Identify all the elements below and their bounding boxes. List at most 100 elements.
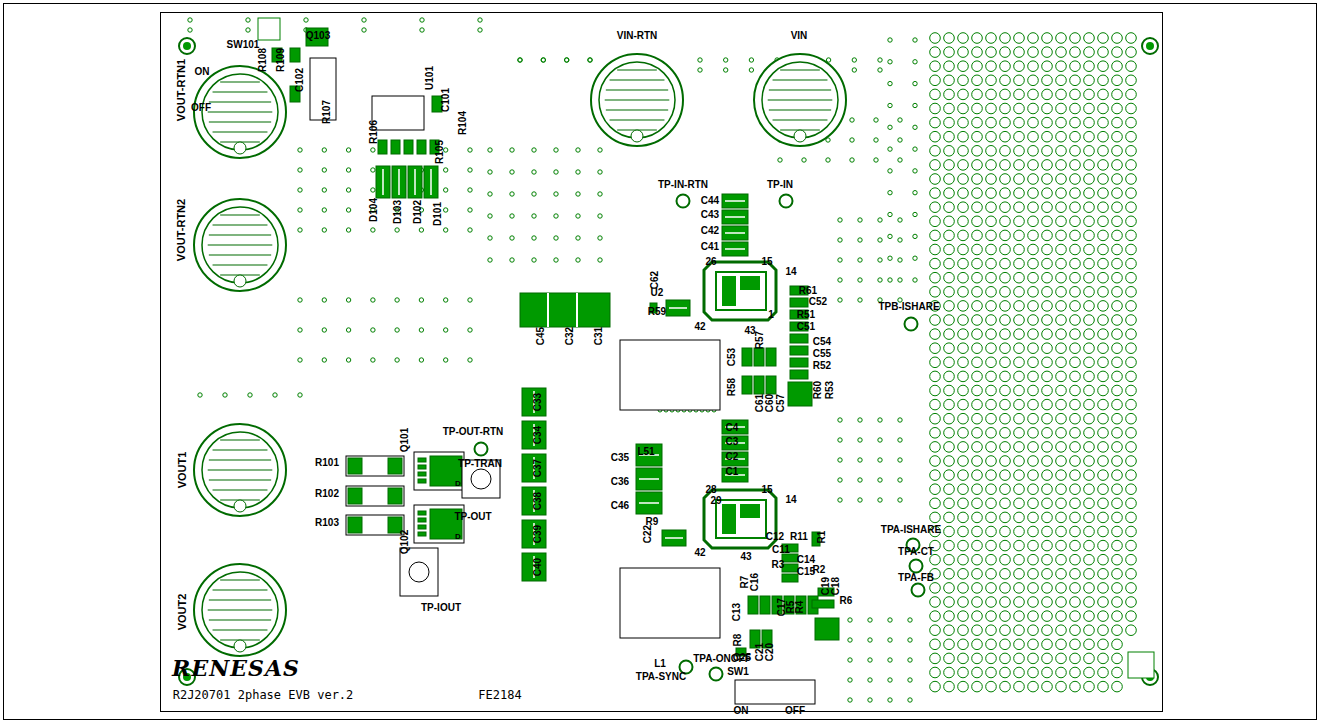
via-dot: [346, 358, 350, 362]
board-text: FE2184: [478, 689, 521, 701]
grid-hole: [1112, 597, 1123, 608]
grid-hole: [1070, 611, 1081, 622]
grid-hole: [1056, 117, 1067, 128]
grid-hole: [958, 146, 969, 157]
smd-pad: [418, 518, 426, 522]
grid-hole: [1014, 413, 1025, 424]
grid-hole: [1014, 216, 1025, 227]
via-dot: [346, 208, 350, 212]
part-label: R59: [648, 307, 666, 317]
via-dot: [898, 158, 902, 162]
grid-hole: [1000, 484, 1011, 495]
part-label: 26: [705, 257, 716, 267]
grid-hole: [1000, 540, 1011, 551]
via-dot: [346, 228, 350, 232]
via-dot: [444, 188, 448, 192]
grid-hole: [958, 456, 969, 467]
grid-hole: [1126, 470, 1137, 481]
via-dot: [888, 191, 892, 195]
part-label: TP-IOUT: [421, 603, 461, 613]
smd-pad: [754, 376, 764, 394]
smd-pad: [722, 468, 748, 482]
grid-hole: [958, 653, 969, 664]
grid-hole: [972, 103, 983, 114]
grid-hole: [1042, 498, 1053, 509]
grid-hole: [1098, 216, 1109, 227]
grid-hole: [958, 639, 969, 650]
grid-hole: [1126, 498, 1137, 509]
grid-hole: [1098, 540, 1109, 551]
grid-hole: [1014, 301, 1025, 312]
grid-hole: [930, 216, 941, 227]
part-label: C42: [701, 226, 719, 236]
grid-hole: [1084, 470, 1095, 481]
grid-hole: [1014, 343, 1025, 354]
grid-hole: [958, 385, 969, 396]
grid-hole: [1126, 160, 1137, 171]
via-dot: [858, 458, 862, 462]
grid-hole: [1028, 385, 1039, 396]
part-label: C53: [727, 348, 737, 366]
via-dot: [913, 278, 917, 282]
via-dot: [850, 138, 854, 142]
grid-hole: [1056, 484, 1067, 495]
grid-hole: [1014, 583, 1025, 594]
grid-hole: [1070, 131, 1081, 142]
grid-hole: [1126, 611, 1137, 622]
grid-hole: [1112, 131, 1123, 142]
grid-hole: [1084, 484, 1095, 495]
smd-pad: [522, 487, 546, 515]
part-label: R11: [790, 532, 808, 542]
grid-hole: [944, 47, 955, 58]
part-label: L1: [654, 659, 666, 669]
grid-hole: [1028, 540, 1039, 551]
grid-hole: [972, 315, 983, 326]
part-label: TPA-CT: [898, 547, 934, 557]
part-label: C1: [726, 467, 739, 477]
grid-hole: [1028, 667, 1039, 678]
grid-hole: [1000, 117, 1011, 128]
grid-hole: [1000, 146, 1011, 157]
grid-hole: [986, 357, 997, 368]
grid-hole: [1028, 272, 1039, 283]
grid-hole: [1070, 188, 1081, 199]
grid-hole: [1098, 625, 1109, 636]
part-label: L51: [637, 447, 654, 457]
grid-hole: [1112, 554, 1123, 565]
terminal-hatch: [208, 244, 273, 245]
board-outline: [161, 13, 1163, 712]
grid-hole: [986, 611, 997, 622]
pad-stripe: [725, 200, 745, 202]
grid-hole: [972, 611, 983, 622]
smd-pad: [348, 517, 362, 533]
grid-hole: [1000, 244, 1011, 255]
via-dot: [749, 58, 753, 62]
grid-hole: [1084, 272, 1095, 283]
inductor-outline: [620, 340, 720, 410]
grid-hole: [1084, 625, 1095, 636]
smd-pad: [790, 370, 808, 379]
grid-hole: [986, 625, 997, 636]
grid-hole: [1056, 639, 1067, 650]
ic-outline: [372, 96, 424, 130]
grid-hole: [1042, 456, 1053, 467]
via-dot: [322, 208, 326, 212]
grid-hole: [986, 47, 997, 58]
grid-hole: [1070, 75, 1081, 86]
grid-hole: [986, 413, 997, 424]
grid-hole: [958, 75, 969, 86]
grid-hole: [944, 569, 955, 580]
part-label: OFF: [191, 103, 211, 113]
part-label: R106: [369, 120, 379, 144]
grid-hole: [1042, 230, 1053, 241]
grid-hole: [944, 371, 955, 382]
part-label: TP-OUT: [454, 512, 491, 522]
part-label: C12: [766, 532, 784, 542]
grid-hole: [944, 526, 955, 537]
smd-pad: [722, 420, 748, 434]
grid-hole: [1014, 287, 1025, 298]
grid-hole: [1000, 428, 1011, 439]
grid-hole: [1014, 470, 1025, 481]
grid-hole: [930, 371, 941, 382]
grid-hole: [1098, 188, 1109, 199]
